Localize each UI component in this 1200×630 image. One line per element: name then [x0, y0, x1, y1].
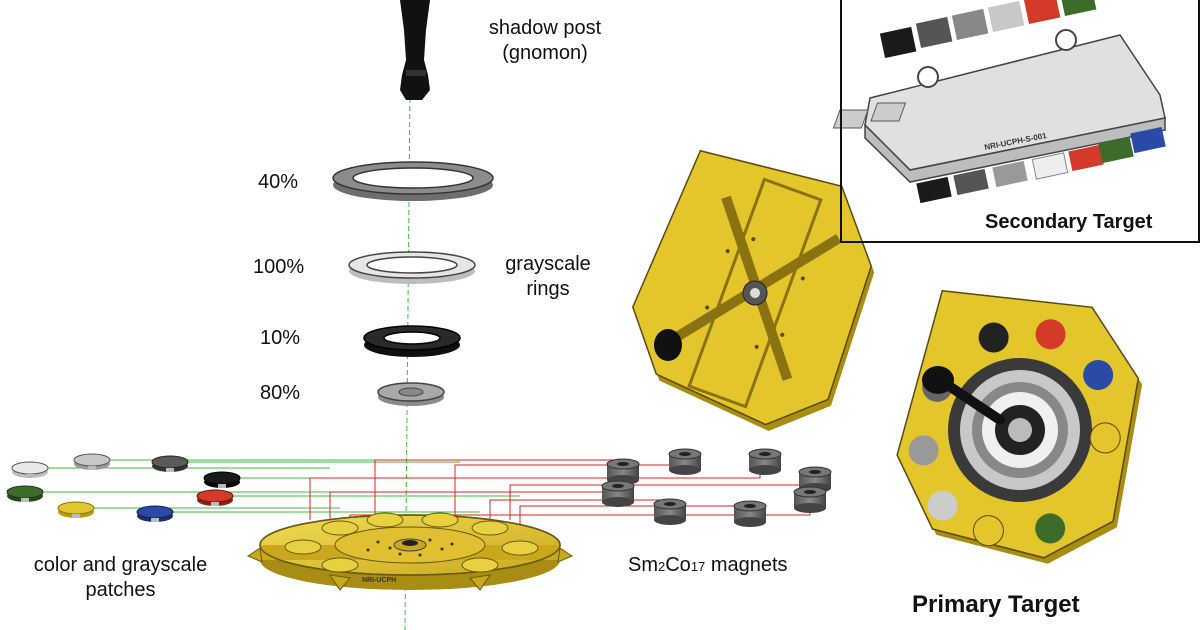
secondary-top-patches	[879, 0, 1097, 59]
shadow-post-label-line2: (gnomon)	[502, 42, 588, 64]
ring-80	[377, 382, 445, 406]
magnets-label-co: Co	[665, 554, 691, 576]
patches-label: color and grayscale patches	[8, 553, 233, 603]
grayscale-rings-label-line1: grayscale	[505, 253, 591, 275]
magnets-label-sub2: 17	[690, 559, 706, 574]
secondary-target-inset-frame	[840, 0, 1200, 243]
secondary-target-title: Secondary Target	[985, 211, 1153, 233]
magnets-label: Sm2Co17 magnets	[628, 553, 788, 578]
magnets-label-suffix: magnets	[705, 554, 788, 576]
ring-label-10: 10%	[260, 327, 301, 349]
secondary-bottom-patches	[916, 126, 1166, 204]
primary-target-title: Primary Target	[912, 591, 1080, 618]
shadow-post-label-line1: shadow post	[488, 17, 602, 39]
ring-100	[348, 251, 476, 284]
sm2co17-magnets	[601, 448, 832, 527]
gnomon-assembled	[922, 366, 1005, 425]
ring-label-80: 80%	[260, 382, 301, 404]
plate-marking: NRI-UCPH	[362, 577, 396, 584]
secondary-target-bar: NRI-UCPH-S-001	[832, 29, 1166, 183]
ring-label-40: 40%	[258, 171, 299, 193]
ring-label-100: 100%	[253, 256, 305, 278]
gnomon-knob-underside	[654, 329, 682, 361]
shadow-post-label: shadow post (gnomon)	[470, 16, 620, 66]
ring-40	[332, 161, 494, 201]
magnets-label-sm: Sm	[628, 554, 658, 576]
magnets-label-sub1: 2	[658, 559, 666, 574]
grayscale-rings-label-line2: rings	[526, 278, 570, 300]
primary-target-underside	[632, 149, 875, 431]
primary-target-assembled	[896, 289, 1143, 564]
patches-label-line2: patches	[85, 579, 156, 601]
ring-10	[363, 325, 461, 357]
patches-label-line1: color and grayscale	[33, 554, 208, 576]
shadow-post-gnomon	[400, 0, 430, 100]
color-grayscale-patches	[6, 453, 241, 522]
grayscale-rings-label: grayscale rings	[488, 252, 608, 302]
base-plate: NRI-UCPH	[246, 512, 574, 591]
